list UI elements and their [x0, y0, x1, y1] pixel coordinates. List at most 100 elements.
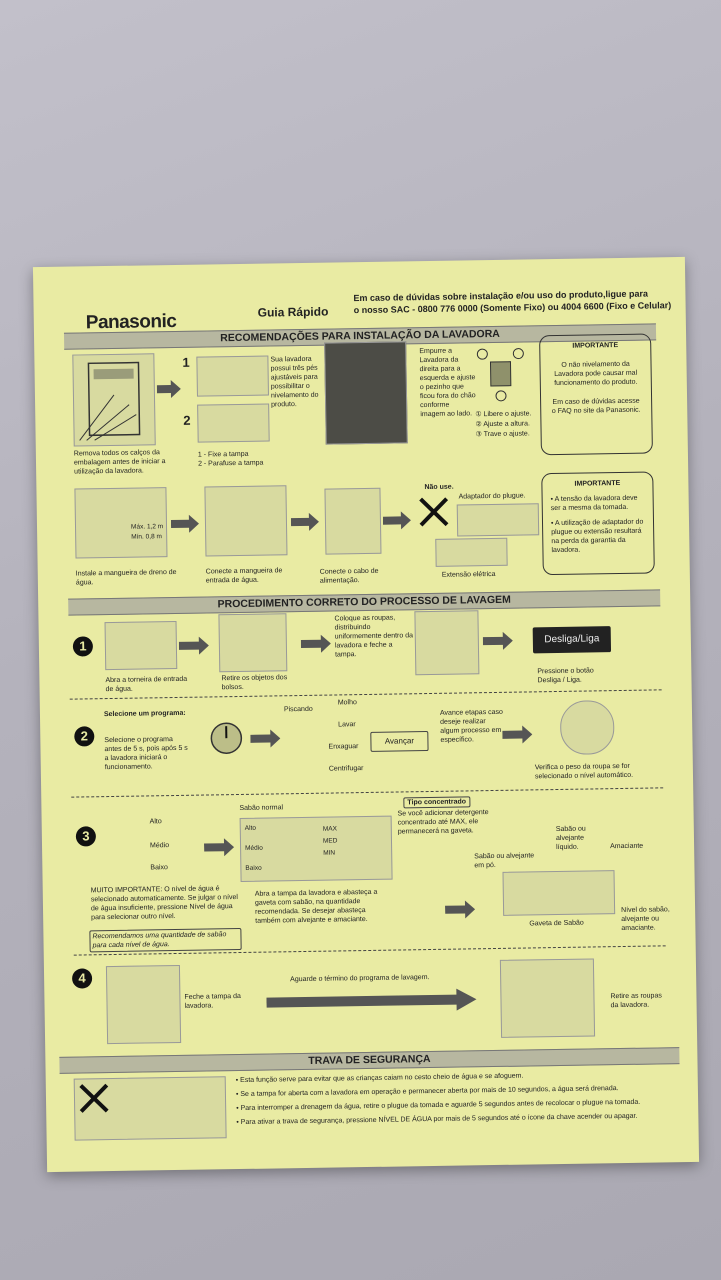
- safety-line-4: • Para ativar a trava de segurança, pres…: [236, 1112, 638, 1127]
- concentrated-text: Se você adicionar detergente concentrado…: [397, 809, 489, 836]
- s1-press-text: Pressione o botão Desliga / Liga.: [537, 667, 594, 685]
- arrow-icon: [290, 512, 319, 531]
- program-lavar[interactable]: Lavar: [338, 721, 356, 729]
- soap-levels-illustration: Alto Médio Baixo MAX MED MIN: [239, 815, 393, 882]
- s1-tap-text: Abra a torneira de entrada de água.: [105, 675, 188, 694]
- s2-blinking-label: Piscando: [283, 705, 313, 714]
- powder-label: Sabão ou alvejante em pó.: [474, 852, 535, 870]
- program-centrifugar[interactable]: Centrifugar: [328, 765, 364, 773]
- important-text-1b: Em caso de dúvidas acesse o FAQ no site …: [551, 397, 641, 416]
- s2-advance-text: Avance etapas caso deseje realizar algum…: [439, 708, 503, 744]
- arrow-icon: [482, 631, 513, 650]
- remove-clothes-illustration: [499, 958, 596, 1038]
- power-cable-text: Conecte o cabo de alimentação.: [319, 567, 379, 585]
- guide-title: Guia Rápido: [257, 304, 329, 320]
- recommend-text: Recomendamos uma quantidade de sabão par…: [89, 927, 242, 953]
- washer-crates-icon: [79, 361, 141, 441]
- tap-illustration: [104, 620, 178, 671]
- drain-hose-text: Instale a mangueira de dreno de água.: [75, 568, 177, 587]
- level-alto-2: Alto: [244, 824, 257, 832]
- arrow-icon: [502, 725, 533, 744]
- power-socket-illustration: [324, 487, 382, 555]
- arrow-icon: [156, 380, 181, 399]
- foot-icon: [476, 348, 524, 402]
- s4-wait-text: Aguarde o término do programa de lavagem…: [290, 974, 430, 984]
- safety-line-1: • Esta função serve para evitar que as c…: [235, 1072, 524, 1085]
- softener-label: Amaciante: [610, 842, 644, 851]
- important-text-1a: O não nivelamento da Lavadora pode causa…: [554, 360, 638, 388]
- s4-close-text: Feche a tampa da lavadora.: [184, 993, 241, 1010]
- step-4-number: 4: [71, 968, 93, 989]
- s2-select-label: Selecione um programa:: [103, 709, 186, 719]
- drawer-label: Gaveta de Sabão: [529, 919, 584, 928]
- open-lid-text: Abra a tampa da lavadora e abasteça a ga…: [254, 888, 378, 925]
- soap-drawer-illustration: [502, 870, 616, 916]
- s2-desc-text: Selecione o programa antes de 5 s, pois …: [104, 736, 188, 772]
- mark-max: MAX: [322, 825, 337, 833]
- adjust-step-1: ① Libere o ajuste.: [475, 410, 532, 419]
- arrow-icon: [178, 636, 209, 655]
- long-arrow-icon: [266, 988, 477, 1013]
- plug-adapter-label: Adaptador do plugue.: [458, 492, 526, 501]
- plug-adapter-illustration: [456, 503, 540, 537]
- level-medio-2: Médio: [245, 844, 263, 852]
- divider: [71, 787, 664, 798]
- adjust-step-2: ② Ajuste a altura.: [475, 420, 531, 429]
- important-text-2b: • A utilização de adaptador do plugue ou…: [550, 518, 644, 555]
- program-enxaguar[interactable]: Enxaguar: [328, 743, 359, 751]
- important-title-2: IMPORTANTE: [574, 479, 621, 488]
- screw-illustration: [197, 403, 270, 443]
- cross-icon: [79, 1083, 109, 1113]
- power-button[interactable]: Desliga/Liga: [532, 626, 612, 654]
- no-use-label: Não use.: [424, 483, 454, 492]
- shirt-illustration: [218, 613, 288, 673]
- child-lock-illustration: [73, 1076, 227, 1141]
- arrow-icon: [445, 900, 476, 919]
- program-dial-icon[interactable]: [208, 720, 245, 762]
- lid-fix-illustration: [196, 355, 269, 397]
- arrow-icon: [300, 634, 331, 653]
- concentrated-type-label: Tipo concentrado: [403, 796, 471, 809]
- push-text: Empurre a Lavadora da direita para a esq…: [419, 347, 476, 419]
- important-title-1: IMPORTANTE: [572, 341, 619, 350]
- arrow-icon: [170, 514, 199, 533]
- mark-min: MIN: [323, 849, 336, 857]
- install-step-1: 1: [182, 354, 190, 370]
- step-1-number: 1: [72, 636, 94, 657]
- extension-illustration: [435, 537, 508, 567]
- important-text-2a: • A tensão da lavadora deve ser a mesma …: [550, 494, 638, 513]
- advance-button[interactable]: Avançar: [370, 731, 429, 752]
- important-box-1: IMPORTANTE O não nivelamento da Lavadora…: [539, 333, 653, 456]
- very-important-text: MUITO IMPORTANTE: O nível de água é sele…: [90, 885, 239, 922]
- adjust-step-3: ③ Trave o ajuste.: [475, 430, 530, 439]
- level-note: Nível do sabão, alvejante ou amaciante.: [621, 906, 670, 933]
- quick-guide-sheet: Panasonic Guia Rápido Em caso de dúvidas…: [32, 256, 700, 1173]
- important-box-2: IMPORTANTE • A tensão da lavadora deve s…: [541, 471, 655, 576]
- level-alto: Alto: [149, 818, 162, 826]
- mark-med: MED: [322, 837, 338, 845]
- washer-calcos-illustration: [72, 353, 156, 447]
- level-baixo: Baixo: [150, 864, 168, 872]
- install-step-2: 2: [183, 412, 191, 428]
- step-3-number: 3: [75, 826, 97, 847]
- fix-steps-text: 1 - Fixe a tampa 2 - Parafuse a tampa: [197, 450, 264, 468]
- safety-line-2: • Se a tampa for aberta com a lavadora e…: [235, 1085, 619, 1099]
- arrow-icon: [382, 511, 411, 530]
- s1-pockets-text: Retire os objetos dos bolsos.: [221, 674, 288, 692]
- arrow-icon: [204, 838, 235, 857]
- remove-caps-text: Remova todos os calços da embalagem ante…: [73, 449, 166, 476]
- s1-clothes-text: Coloque as roupas, distribuindo uniforme…: [334, 614, 414, 659]
- level-medio: Médio: [149, 842, 170, 850]
- washer-load-illustration: [414, 610, 480, 676]
- s4-remove-text: Retire as roupas da lavadora.: [610, 992, 662, 1010]
- liquid-label: Sabão ou alvejante líquido.: [555, 825, 586, 852]
- program-molho[interactable]: Molho: [337, 699, 357, 707]
- max-height-label: Máx. 1,2 m: [130, 523, 164, 531]
- min-height-label: Mín. 0,8 m: [131, 533, 162, 541]
- close-lid-illustration: [105, 964, 182, 1045]
- washing-banner: PROCEDIMENTO CORRETO DO PROCESSO DE LAVA…: [68, 589, 661, 616]
- cross-icon: [419, 497, 450, 532]
- safety-line-3: • Para interromper a drenagem da água, r…: [236, 1098, 641, 1113]
- step-2-number: 2: [74, 726, 95, 747]
- extension-label: Extensão elétrica: [441, 570, 496, 579]
